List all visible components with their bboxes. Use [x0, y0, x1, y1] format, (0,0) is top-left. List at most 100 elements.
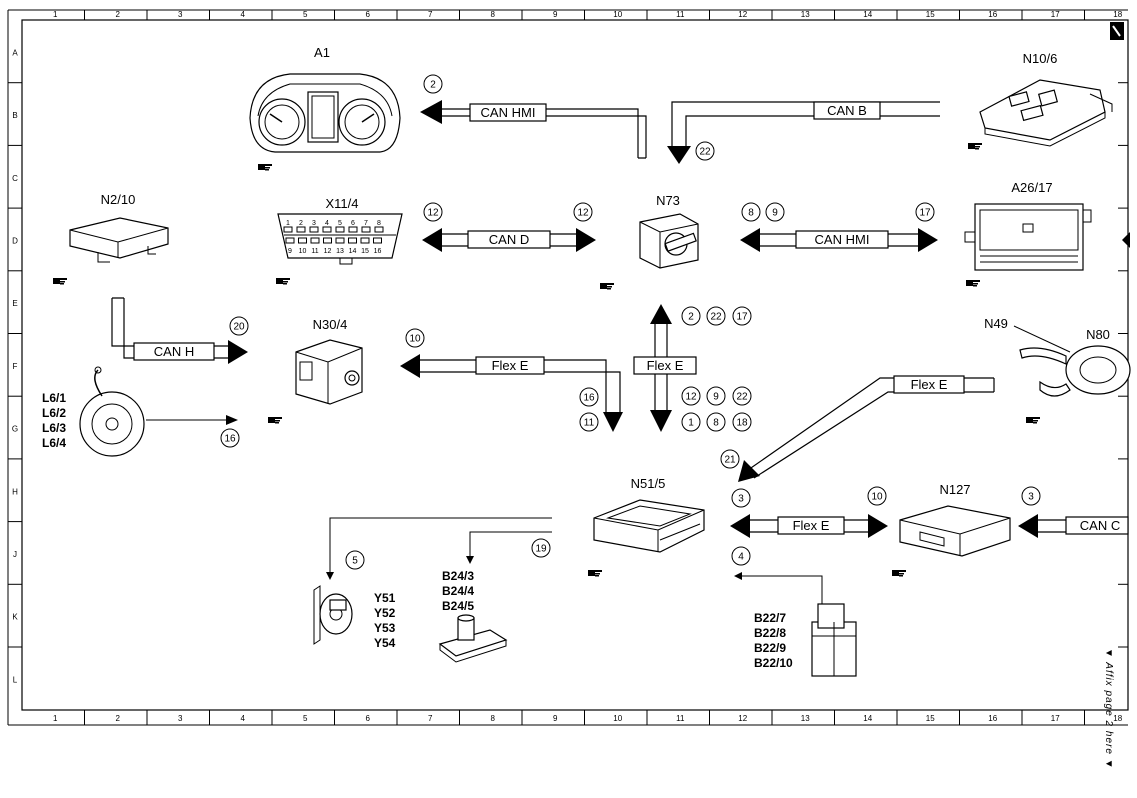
hand-pointer-icon	[966, 280, 980, 287]
bus-can-hmi-mid: CAN HMI	[815, 232, 870, 247]
grid-column-label: 3	[178, 714, 183, 723]
grid-column-label: 9	[553, 10, 558, 19]
label-n51-5: N51/5	[631, 476, 666, 491]
obd-pin-label: 5	[338, 220, 342, 227]
obd-pin-label: 7	[364, 220, 368, 227]
hand-pointer-icon	[268, 417, 282, 424]
callout-circle	[229, 316, 249, 336]
callout-circle	[741, 202, 761, 222]
obd-pin-label: 13	[336, 248, 344, 255]
callout-circle	[531, 538, 551, 558]
label-a26-17: A26/17	[1011, 180, 1052, 195]
obd-pin-label: 14	[349, 248, 357, 255]
grid-column-label: 16	[988, 10, 997, 19]
obd-pin-label: 4	[325, 220, 329, 227]
pin-label: Y54	[374, 636, 396, 650]
callout-number: 18	[736, 418, 748, 429]
obd-pin-label: 1	[286, 220, 290, 227]
reference-icons	[53, 143, 1040, 577]
callout-circle	[423, 202, 443, 222]
bus-label-boxes	[133, 101, 1129, 535]
module-n10-6	[979, 79, 1113, 147]
callout-circle	[1021, 486, 1041, 506]
hand-pointer-icon	[588, 570, 602, 577]
grid-column-label: 1	[53, 714, 58, 723]
grid-column-label: 11	[676, 10, 685, 19]
grid-column-label: 12	[738, 10, 747, 19]
callout-circle	[720, 449, 740, 469]
grid-column-label: 5	[303, 10, 308, 19]
grid-column-label: 4	[241, 10, 246, 19]
valve-y51	[313, 585, 353, 645]
pin-label: B24/5	[442, 599, 474, 613]
arrowheads	[226, 100, 1130, 580]
module-n51-5	[593, 499, 705, 553]
module-n30-4	[295, 339, 363, 405]
obd-pin-label: 3	[312, 220, 316, 227]
grid-column-label: 10	[613, 714, 622, 723]
grid-row-label: C	[12, 174, 18, 183]
label-a1: A1	[314, 45, 330, 60]
grid-column-label: 10	[613, 10, 622, 19]
callout-number: 10	[871, 492, 883, 503]
callout-number: 21	[724, 455, 736, 466]
pin-label: B24/4	[442, 584, 474, 598]
callout-circle	[579, 387, 599, 407]
bus-can-b: CAN B	[827, 103, 867, 118]
sensor-b24	[438, 614, 508, 663]
callout-circle	[732, 412, 752, 432]
pin-group-l6: L6/1L6/2L6/3L6/4	[42, 391, 66, 450]
grid-column-label: 16	[988, 714, 997, 723]
bus-flex-e-lower: Flex E	[793, 518, 830, 533]
callout-circle	[706, 386, 726, 406]
grid-column-label: 15	[926, 714, 935, 723]
callout-number: 12	[427, 208, 439, 219]
pin-label: B22/7	[754, 611, 786, 625]
grid-column-label: 14	[863, 10, 872, 19]
callout-circle	[220, 428, 240, 448]
grid-column-label: 13	[801, 714, 810, 723]
instrument-cluster-a1	[249, 73, 401, 153]
callout-number: 8	[748, 208, 754, 219]
pin-label: B24/3	[442, 569, 474, 583]
obd-pin-label: 12	[324, 248, 332, 255]
grid-column-label: 6	[366, 714, 371, 723]
module-n127	[899, 505, 1011, 557]
pin-label: B22/10	[754, 656, 793, 670]
corner-mark-icon	[1110, 22, 1124, 40]
obd-pin-label: 16	[374, 248, 382, 255]
bus-flex-e-left: Flex E	[492, 358, 529, 373]
bus-flex-e-right: Flex E	[911, 377, 948, 392]
grid-column-label: 1	[53, 10, 58, 19]
callout-circle	[867, 486, 887, 506]
callout-circle	[681, 306, 701, 326]
label-n80: N80	[1086, 327, 1110, 342]
callout-circle	[579, 412, 599, 432]
ignition-switch-n73	[639, 213, 699, 269]
label-n73: N73	[656, 193, 680, 208]
bus-can-c: CAN C	[1080, 518, 1120, 533]
grid-row-label: E	[12, 299, 17, 308]
label-n2-10: N2/10	[101, 192, 136, 207]
callout-circle	[423, 74, 443, 94]
callout-number: 3	[1028, 492, 1034, 503]
callout-number: 8	[713, 418, 719, 429]
pin-label: L6/3	[42, 421, 66, 435]
grid-row-label: A	[12, 48, 18, 57]
callout-circle	[695, 141, 715, 161]
callout-number: 4	[738, 552, 744, 563]
callout-number: 17	[919, 208, 931, 219]
callout-number: 10	[409, 334, 421, 345]
grid-column-label: 8	[491, 10, 496, 19]
grid-column-label: 3	[178, 10, 183, 19]
bus-flex-e-center: Flex E	[647, 358, 684, 373]
wheel-sensor-l6	[79, 366, 145, 457]
grid-column-label: 11	[676, 714, 685, 723]
grid-row-label: F	[13, 362, 18, 371]
grid-column-label: 7	[428, 10, 433, 19]
